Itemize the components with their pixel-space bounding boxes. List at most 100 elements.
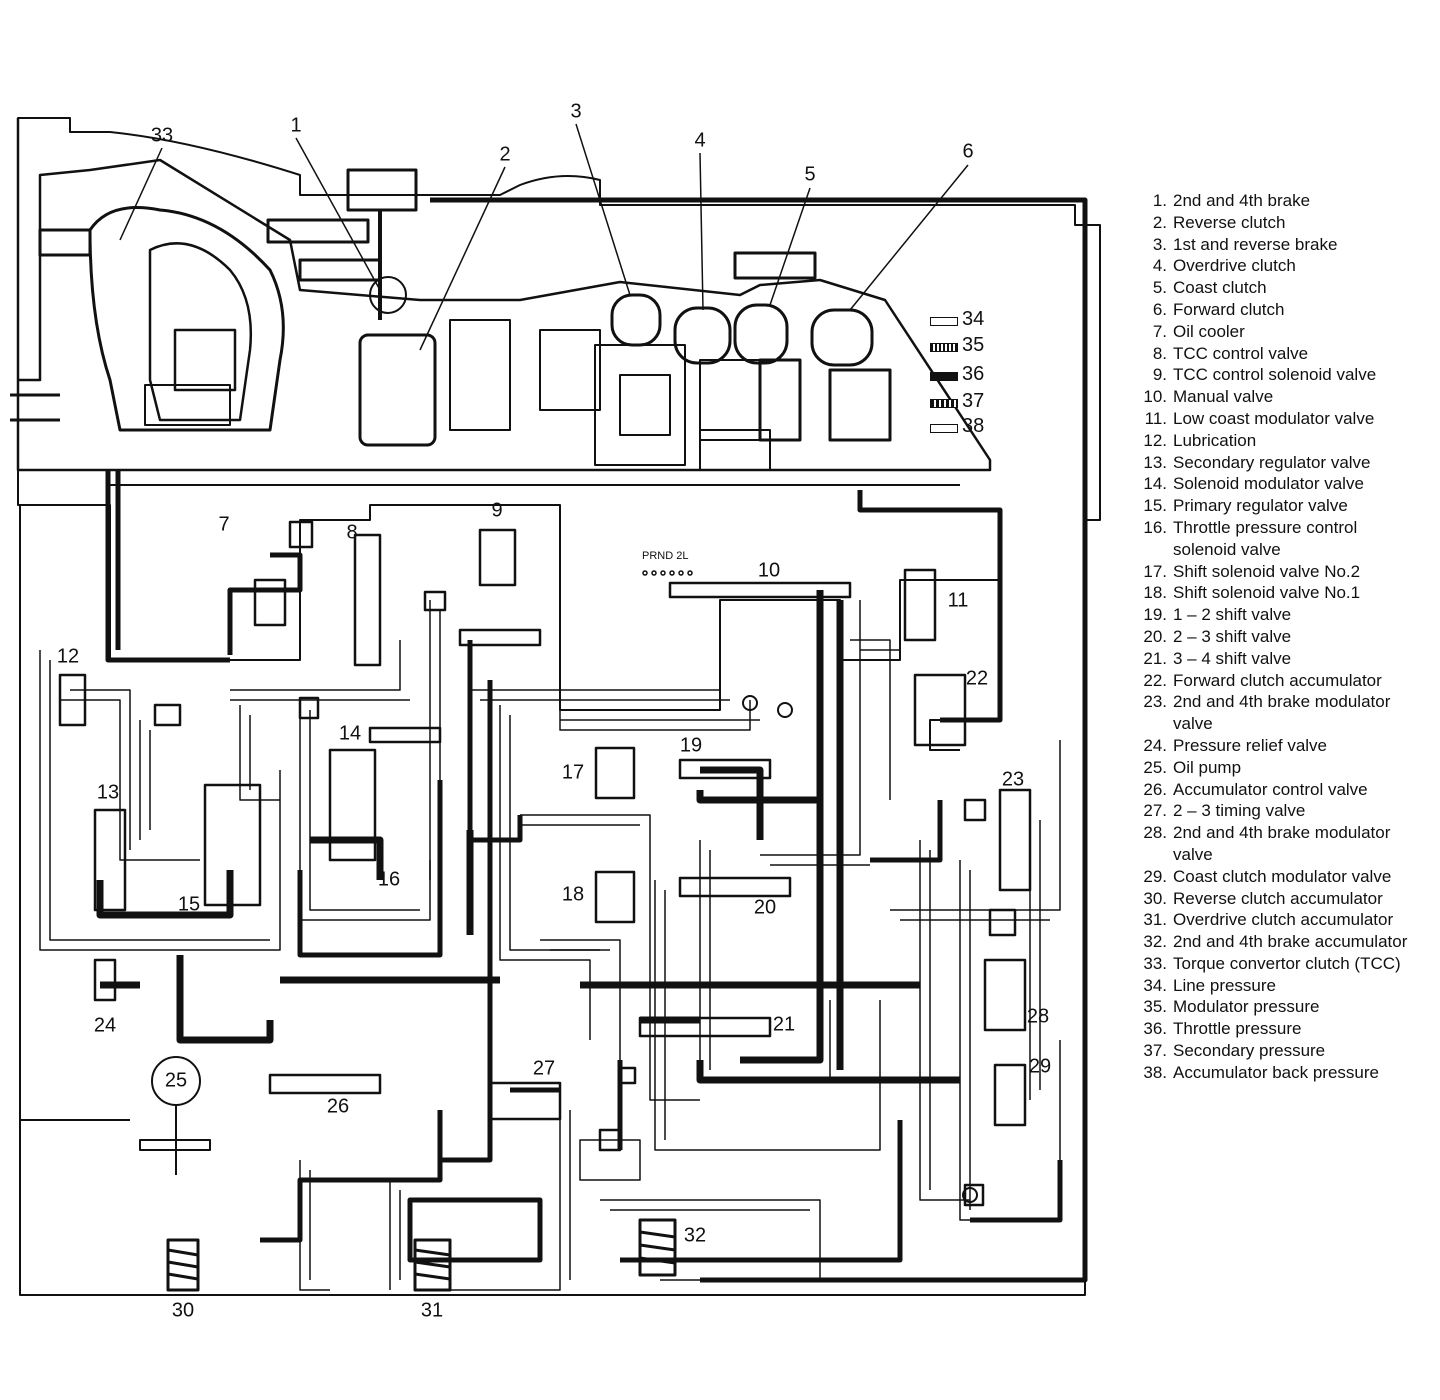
legend-item: 26. Accumulator control valve [1125, 779, 1425, 801]
legend-number: 18. [1143, 583, 1167, 603]
legend-item: 3. 1st and reverse brake [1125, 234, 1425, 256]
legend-text: Forward clutch accumulator [1173, 670, 1382, 690]
legend-number: 17. [1143, 561, 1167, 581]
callout-20: 20 [753, 896, 777, 919]
legend-item: 7.Oil cooler [1125, 321, 1425, 343]
callout-12: 12 [56, 645, 80, 668]
valve-spools [58, 520, 1032, 1207]
callout-31: 31 [420, 1299, 444, 1322]
legend-item: 31. Overdrive clutch accumulator [1125, 909, 1425, 931]
legend-number: 20. [1143, 626, 1167, 646]
legend-item: 18. Shift solenoid valve No.1 [1125, 582, 1425, 604]
callout-23: 23 [1001, 768, 1025, 791]
legend-number: 3. [1152, 234, 1167, 254]
housing-floor [110, 469, 990, 486]
callout-26: 26 [326, 1095, 350, 1118]
callout-25: 25 [164, 1069, 188, 1092]
pressure-key-number: 35 [962, 334, 985, 356]
pressure-swatch [930, 343, 958, 352]
legend-text: Solenoid modulator valve [1173, 474, 1364, 494]
legend-number: 4. [1152, 256, 1167, 276]
legend-item: 34. Line pressure [1125, 975, 1425, 997]
pressure-key-number: 36 [962, 363, 985, 385]
legend-text: Reverse clutch accumulator [1173, 888, 1383, 908]
legend-text: Accumulator control valve [1173, 779, 1368, 799]
callout-29: 29 [1028, 1055, 1052, 1078]
legend-text: Oil pump [1173, 757, 1242, 777]
legend-number: 6. [1152, 299, 1167, 319]
legend-item: 1.2nd and 4th brake [1125, 190, 1425, 212]
callout-30: 30 [171, 1299, 195, 1322]
callout-7: 7 [218, 513, 230, 536]
callout-8: 8 [346, 521, 358, 544]
legend-number: 29. [1143, 866, 1167, 886]
legend-text: Overdrive clutch [1173, 256, 1296, 276]
legend-number: 33. [1143, 953, 1167, 973]
legend-item: 6.Forward clutch [1125, 299, 1425, 321]
legend-number: 25. [1143, 757, 1167, 777]
pressure-swatch [930, 399, 958, 408]
legend-text: 2 – 3 timing valve [1173, 801, 1306, 821]
pressure-swatch [930, 317, 958, 326]
passages-thin [39, 600, 1061, 1291]
legend-number: 21. [1143, 648, 1167, 668]
legend-text: 2nd and 4th brake modulator valve [1173, 823, 1391, 864]
legend-text: Low coast modulator valve [1173, 408, 1375, 428]
legend-item: 36.Throttle pressure [1125, 1018, 1425, 1040]
legend-text: 2nd and 4th brake accumulator [1173, 932, 1408, 952]
legend-number: 34. [1143, 975, 1167, 995]
legend-item: 8.TCC control valve [1125, 343, 1425, 365]
legend-text: Shift solenoid valve No.1 [1173, 583, 1361, 603]
legend-text: Secondary pressure [1173, 1041, 1326, 1061]
pressure-swatch [930, 424, 958, 433]
legend-item: 28. 2nd and 4th brake modulator valve [1125, 822, 1425, 866]
upper-housing [16, 118, 992, 472]
legend-number: 19. [1143, 605, 1167, 625]
bolts [38, 218, 817, 282]
legend-number: 7. [1152, 321, 1167, 341]
callout-21: 21 [772, 1013, 796, 1036]
legend-item: 21. 3 – 4 shift valve [1125, 648, 1425, 670]
legend-text: Overdrive clutch accumulator [1173, 910, 1394, 930]
callout-13: 13 [96, 781, 120, 804]
callout-28: 28 [1026, 1005, 1050, 1028]
legend-text: Line pressure [1173, 975, 1277, 995]
legend-text: Shift solenoid valve No.2 [1173, 561, 1361, 581]
callout-9: 9 [491, 499, 503, 522]
callout-27: 27 [532, 1057, 556, 1080]
callout-15: 15 [177, 893, 201, 916]
legend-item: 25. Oil pump [1125, 757, 1425, 779]
legend-item: 5.Coast clutch [1125, 277, 1425, 299]
legend-item: 13.Secondary regulator valve [1125, 452, 1425, 474]
legend-text: 3 – 4 shift valve [1173, 648, 1292, 668]
prnd-label: PRND 2L [642, 550, 689, 562]
legend-item: 2.Reverse clutch [1125, 212, 1425, 234]
clutch-packs [358, 293, 892, 447]
legend-number: 26. [1143, 779, 1167, 799]
legend-number: 24. [1143, 735, 1167, 755]
pressure-key-number: 38 [962, 415, 985, 437]
pressure-key-number: 34 [962, 308, 985, 330]
legend-text: Manual valve [1173, 387, 1274, 407]
converter-housing [88, 206, 285, 432]
legend-text: Secondary regulator valve [1173, 452, 1371, 472]
legend-item: 24. Pressure relief valve [1125, 735, 1425, 757]
legend-number: 31. [1143, 910, 1167, 930]
legend-item: 22. Forward clutch accumulator [1125, 670, 1425, 692]
legend-item: 20.2 – 3 shift valve [1125, 626, 1425, 648]
legend-item: 4. Overdrive clutch [1125, 255, 1425, 277]
legend-item: 29.Coast clutch modulator valve [1125, 866, 1425, 888]
converter-inner [148, 242, 253, 422]
legend-number: 30. [1143, 888, 1167, 908]
legend-number: 22. [1143, 670, 1167, 690]
legend-number: 5. [1152, 278, 1167, 298]
legend-text: Pressure relief valve [1173, 735, 1328, 755]
passages-line-pressure [105, 197, 1088, 1283]
legend-item: 33.Torque convertor clutch (TCC) [1125, 953, 1425, 975]
legend-number: 28. [1143, 823, 1167, 843]
legend-text: 1st and reverse brake [1173, 234, 1338, 254]
legend-item: 11.Low coast modulator valve [1125, 408, 1425, 430]
callout-24: 24 [93, 1014, 117, 1037]
